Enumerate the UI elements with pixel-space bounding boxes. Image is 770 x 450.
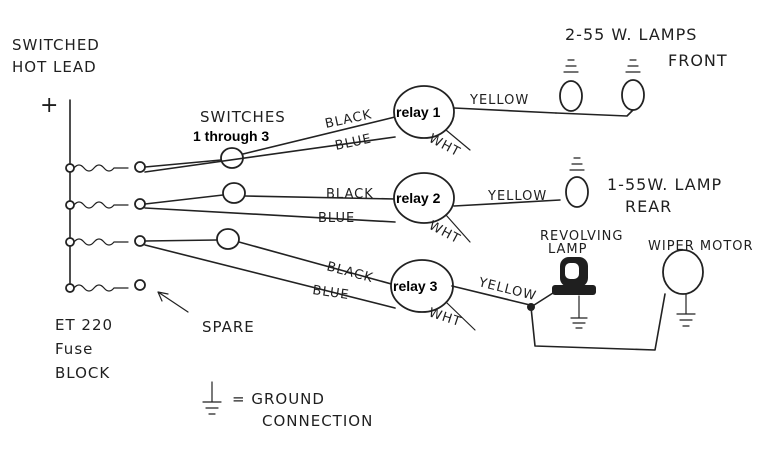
- relay-2-white-label: WHT: [426, 218, 463, 247]
- fuse-row-spare: [65, 279, 146, 293]
- relay-3-output-wire: [451, 285, 531, 306]
- relay-2-blue-label: BLUE: [318, 211, 355, 226]
- wire-fuse2-relay2-blue: [144, 207, 396, 223]
- ground-legend-line1: = GROUND: [232, 390, 325, 408]
- relay-1-label: relay 1: [396, 104, 441, 120]
- ground-symbol-icon: [202, 381, 222, 415]
- fuse-block-label-line2: Fuse: [55, 340, 93, 358]
- front-lamps-label-line1: 2-55 W. LAMPS: [565, 25, 697, 44]
- front-lamp-right: [621, 59, 645, 111]
- wire-switch1-relay1-black: [242, 116, 396, 155]
- relay-3-label: relay 3: [393, 278, 438, 294]
- wire-fuse1-relay1-blue: [144, 136, 396, 173]
- rear-lamp-label-line2: REAR: [625, 197, 672, 216]
- wire-fuse1-switch1: [144, 159, 222, 168]
- relay-2-output-wire: [453, 199, 561, 207]
- hot-lead-label-line2: HOT LEAD: [12, 58, 97, 76]
- revolving-lamp-wire: [530, 292, 554, 308]
- relay-2-label: relay 2: [396, 190, 441, 206]
- fuse-row-3: [65, 235, 146, 247]
- relay-1-white-wire: [445, 129, 471, 151]
- revolving-lamp: [552, 257, 596, 329]
- relay-3-black-label: BLACK: [325, 259, 375, 286]
- wire-fuse3-relay3-blue: [144, 244, 396, 309]
- fuse-row-2: [65, 198, 146, 210]
- relay-2-black-label: BLACK: [326, 187, 374, 202]
- relay-1-white-label: WHT: [426, 131, 463, 160]
- fuse-row-1: [65, 161, 146, 173]
- relay-3-white-wire: [445, 301, 476, 331]
- front-lamps-label-line2: FRONT: [668, 51, 728, 70]
- switch-2: [222, 182, 246, 204]
- hot-lead-label-line1: SWITCHED: [12, 36, 100, 54]
- fuse-block-label-line3: BLOCK: [55, 364, 110, 382]
- rear-lamp: [565, 157, 589, 208]
- wire-switch2-relay2-black: [244, 195, 396, 200]
- relay-1-blue-label: BLUE: [334, 131, 374, 153]
- wire-switch3-relay3-black: [238, 241, 396, 286]
- revolving-lamp-label-line1: REVOLVING: [540, 229, 623, 244]
- fuse-block-label-line1: ET 220: [55, 316, 113, 334]
- spare-label: SPARE: [202, 318, 255, 336]
- wiper-motor: [662, 249, 704, 327]
- spare-arrow: [157, 291, 189, 313]
- switch-3: [216, 228, 240, 250]
- relay-3-white-label: WHT: [427, 306, 464, 331]
- wiper-motor-wire: [530, 293, 666, 351]
- relay-1-yellow-label: YELLOW: [469, 93, 529, 108]
- rear-lamp-label-line1: 1-55W. LAMP: [607, 175, 722, 194]
- relay-3-blue-label: BLUE: [311, 283, 350, 303]
- relay-2: relay 2: [393, 172, 455, 224]
- front-lamp-left: [559, 59, 583, 112]
- plus-sign: +: [40, 93, 59, 118]
- wire-fuse3-switch3: [144, 239, 218, 242]
- relay-2-white-wire: [445, 214, 471, 243]
- front-lamps-wire: [555, 109, 634, 117]
- relay-2-yellow-label: YELLOW: [487, 189, 547, 204]
- relay-1: relay 1: [393, 85, 455, 139]
- wiper-motor-label: WIPER MOTOR: [648, 239, 754, 254]
- relay-1-output-wire: [453, 107, 557, 114]
- ground-legend-line2: CONNECTION: [262, 412, 373, 430]
- wire-fuse2-switch2: [144, 194, 224, 205]
- revolving-lamp-label-line2: LAMP: [548, 242, 588, 257]
- switches-label: SWITCHES: [200, 108, 286, 126]
- switches-sublabel: 1 through 3: [193, 128, 269, 144]
- relay-3: relay 3: [390, 259, 454, 313]
